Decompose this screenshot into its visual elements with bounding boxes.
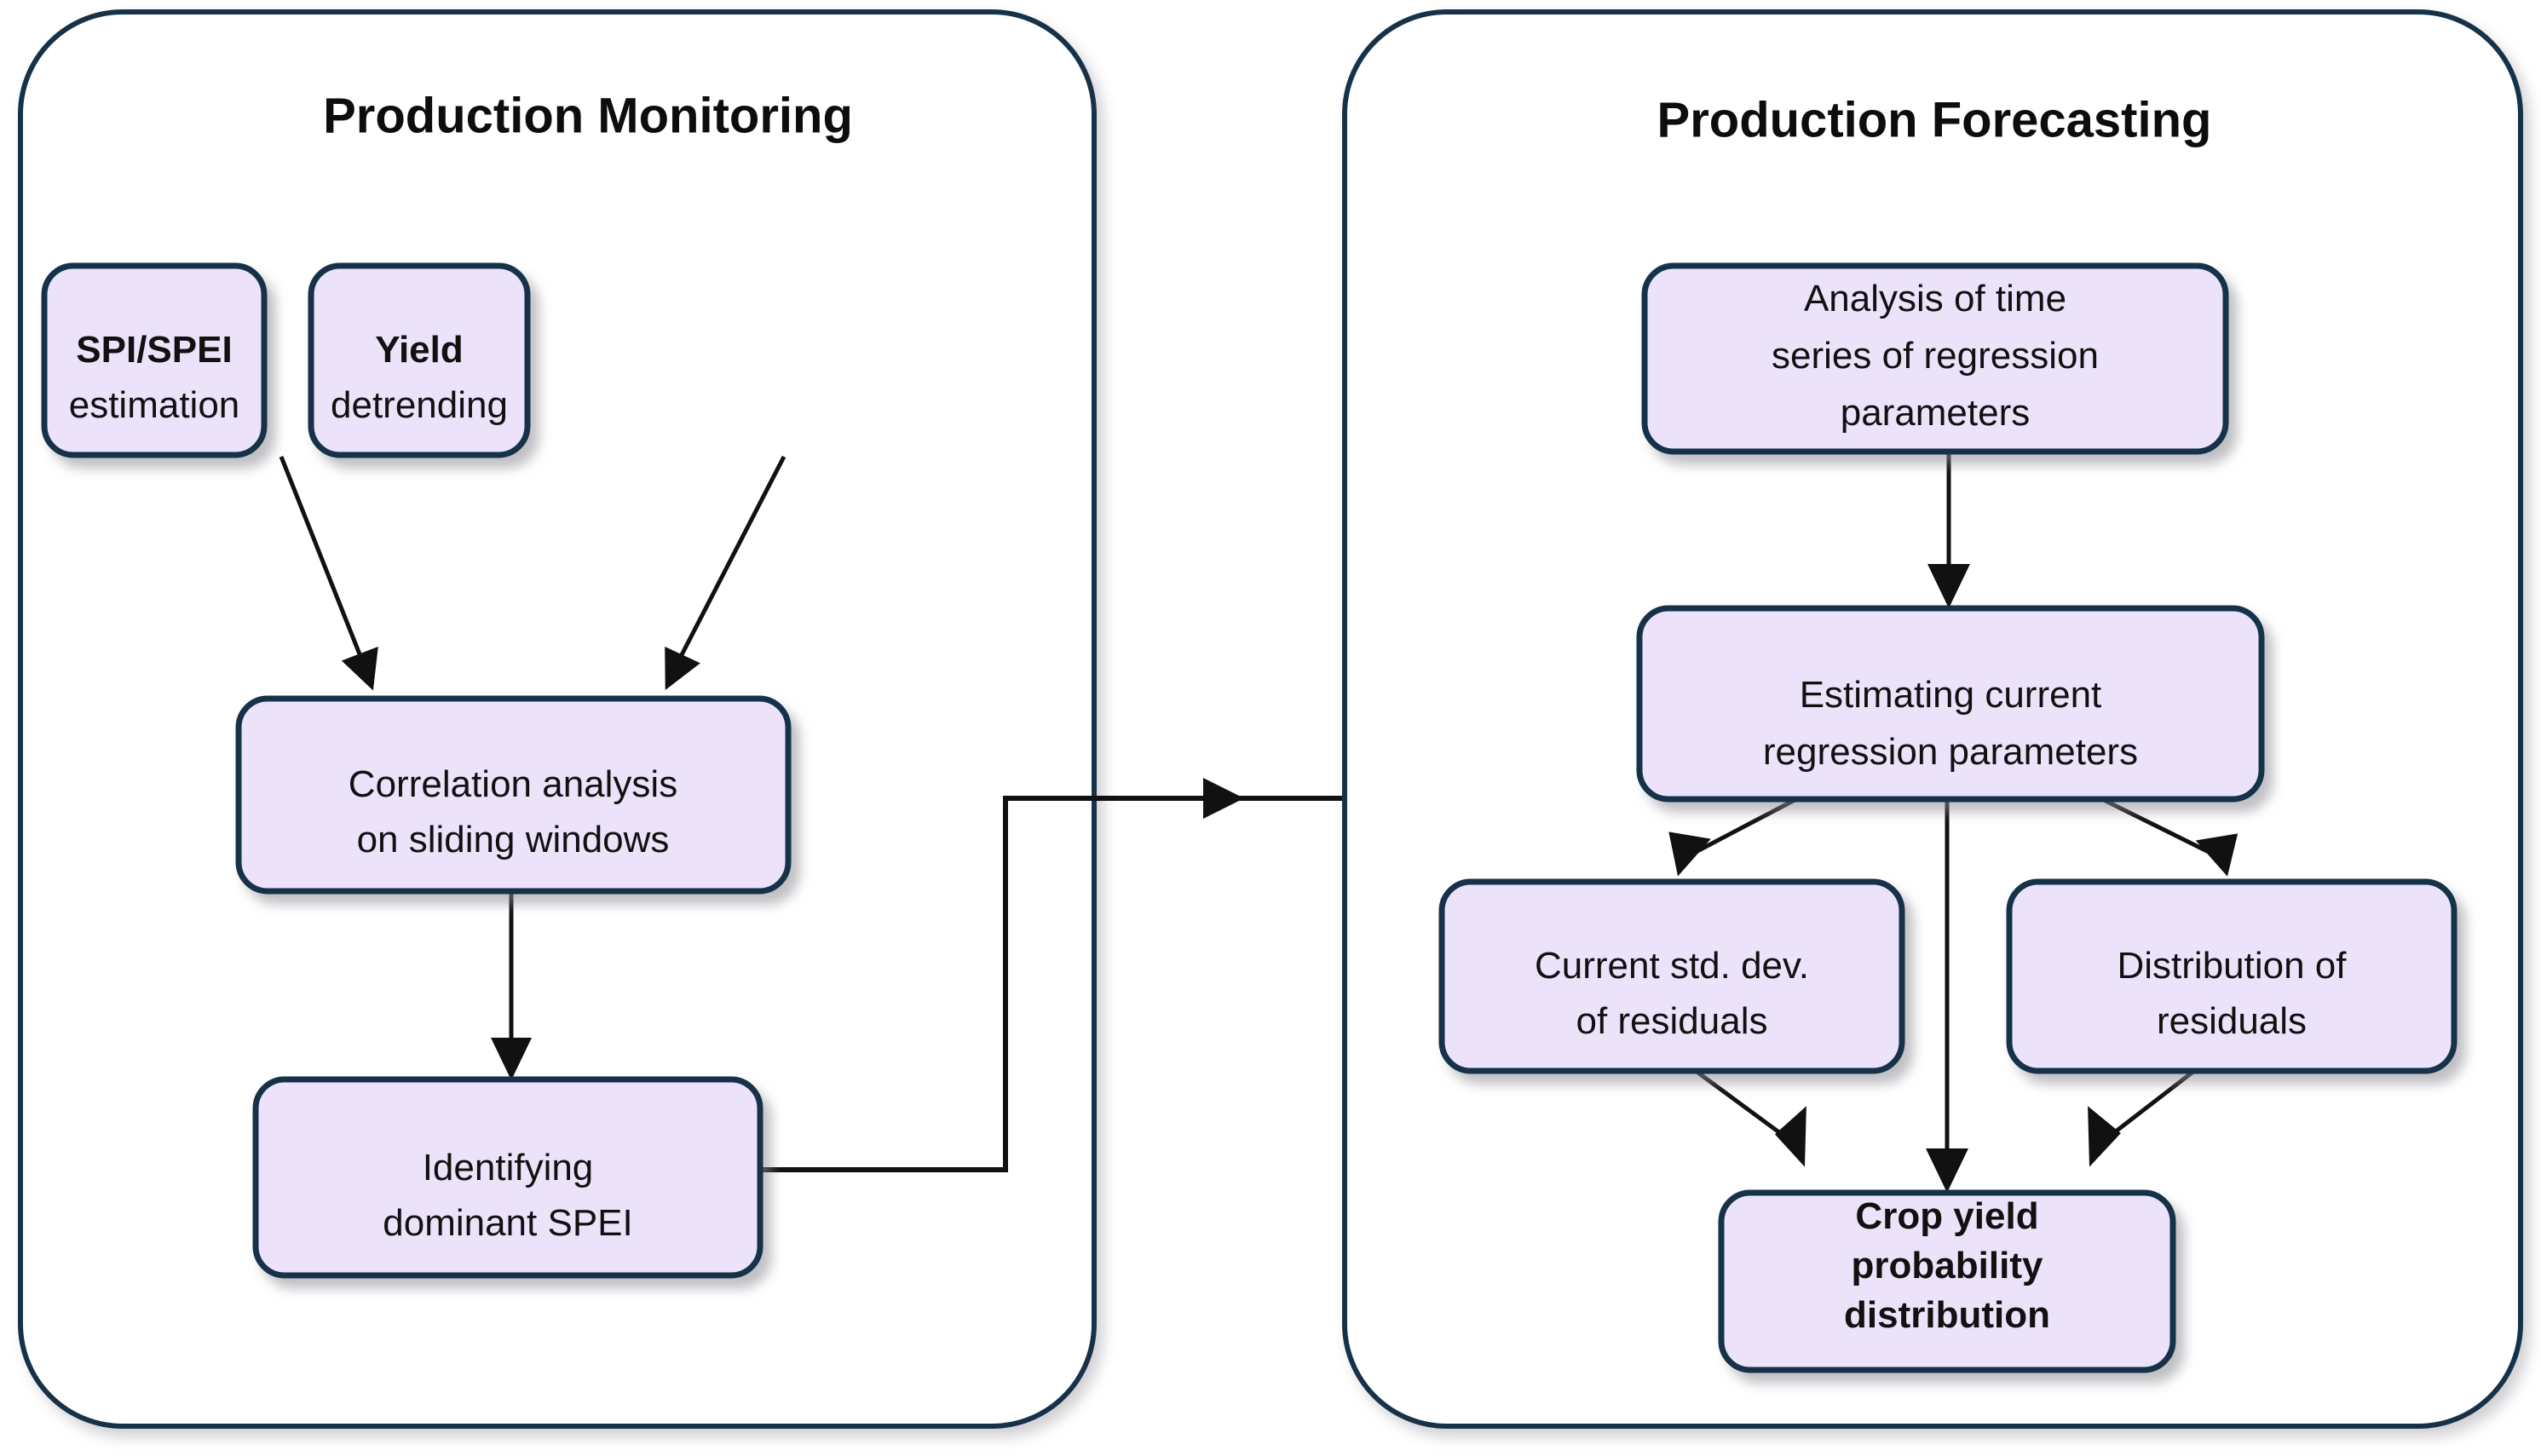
edge-distribution-to-crop-yield — [2088, 1069, 2196, 1167]
panel-title-production-forecasting: Production Forecasting — [1657, 92, 2212, 147]
node-yield-detrending-line1: Yield — [375, 329, 464, 371]
arrowhead-correlation-to-identifying — [491, 1038, 532, 1080]
arrowhead-analysis-to-estimating — [1927, 564, 1970, 608]
node-analysis-of-time-series-line2: series of regression — [1772, 335, 2099, 377]
node-distribution-of-residuals-box[interactable] — [2006, 878, 2457, 1074]
node-identifying-dominant-spei-line1: Identifying — [423, 1147, 594, 1188]
panel-title-production-monitoring: Production Monitoring — [323, 88, 853, 143]
arrowhead-estimating-to-distribution — [2195, 833, 2238, 877]
edge-estimating-to-current-std-dev — [1668, 796, 1800, 877]
arrowhead-estimating-to-crop-yield — [1926, 1148, 1968, 1193]
node-analysis-of-time-series-line1: Analysis of time — [1804, 278, 2066, 319]
edge-analysis-to-estimating — [1927, 449, 1970, 608]
node-identifying-dominant-spei-box[interactable] — [252, 1076, 763, 1279]
node-current-std-dev-of-residuals-line1: Current std. dev. — [1535, 945, 1809, 987]
edge-estimating-to-distribution — [2099, 796, 2238, 877]
node-distribution-of-residuals-line2: residuals — [2157, 1000, 2307, 1042]
edge-group-right — [1668, 449, 2238, 1193]
node-correlation-analysis-line2: on sliding windows — [357, 819, 670, 860]
edge-estimating-to-crop-yield — [1926, 798, 1968, 1193]
edge-correlation-to-identifying — [491, 891, 532, 1080]
node-distribution-of-residuals[interactable]: Distribution of residuals — [2006, 878, 2457, 1074]
arrowhead-estimating-to-current-std-dev — [1668, 832, 1711, 877]
node-spi-spei-estimation-box[interactable] — [41, 262, 268, 458]
node-spi-spei-estimation[interactable]: SPI/SPEI estimation — [41, 262, 268, 458]
arrowhead-yield-to-correlation — [665, 646, 700, 690]
node-correlation-analysis[interactable]: Correlation analysis on sliding windows — [235, 695, 792, 895]
node-yield-detrending-line2: detrending — [331, 384, 508, 426]
node-distribution-of-residuals-line1: Distribution of — [2117, 945, 2347, 987]
node-crop-yield-probability-distribution-line2: probability — [1852, 1245, 2043, 1286]
node-estimating-current-regression-parameters-line1: Estimating current — [1800, 674, 2102, 716]
node-identifying-dominant-spei[interactable]: Identifying dominant SPEI — [252, 1076, 763, 1279]
node-crop-yield-probability-distribution[interactable]: Crop yield probability distribution — [1718, 1189, 2176, 1373]
node-current-std-dev-of-residuals-line2: of residuals — [1576, 1000, 1767, 1042]
arrowhead-identifying-to-forecasting — [1203, 778, 1244, 819]
node-crop-yield-probability-distribution-line3: distribution — [1844, 1294, 2050, 1336]
node-yield-detrending[interactable]: Yield detrending — [308, 262, 531, 458]
node-estimating-current-regression-parameters[interactable]: Estimating current regression parameters — [1636, 605, 2265, 803]
node-analysis-of-time-series-line3: parameters — [1841, 392, 2031, 434]
edge-identifying-to-forecasting — [761, 778, 1645, 1172]
node-crop-yield-probability-distribution-box[interactable] — [1718, 1189, 2176, 1373]
node-estimating-current-regression-parameters-box[interactable] — [1636, 605, 2265, 803]
node-estimating-current-regression-parameters-line2: regression parameters — [1763, 731, 2138, 773]
edge-yield-to-correlation — [665, 455, 786, 690]
edge-spi-to-correlation — [279, 456, 378, 691]
edge-current-std-dev-to-crop-yield — [1694, 1068, 1806, 1167]
node-spi-spei-estimation-line1: SPI/SPEI — [76, 329, 232, 371]
node-correlation-analysis-box[interactable] — [235, 695, 792, 895]
node-analysis-of-time-series[interactable]: Analysis of time series of regression pa… — [1641, 262, 2229, 455]
edge-group-left — [279, 455, 1645, 1172]
node-analysis-of-time-series-box[interactable] — [1641, 262, 2229, 455]
node-spi-spei-estimation-line2: estimation — [69, 384, 240, 426]
arrowhead-spi-to-correlation — [341, 646, 378, 691]
node-crop-yield-probability-distribution-line1: Crop yield — [1855, 1195, 2038, 1237]
node-identifying-dominant-spei-line2: dominant SPEI — [383, 1202, 633, 1244]
node-correlation-analysis-line1: Correlation analysis — [349, 763, 677, 805]
node-current-std-dev-of-residuals-box[interactable] — [1438, 878, 1905, 1074]
arrowhead-current-std-dev-to-crop-yield — [1774, 1106, 1806, 1167]
arrowhead-distribution-to-crop-yield — [2088, 1106, 2121, 1167]
node-current-std-dev-of-residuals[interactable]: Current std. dev. of residuals — [1438, 878, 1905, 1074]
node-yield-detrending-box[interactable] — [308, 262, 531, 458]
